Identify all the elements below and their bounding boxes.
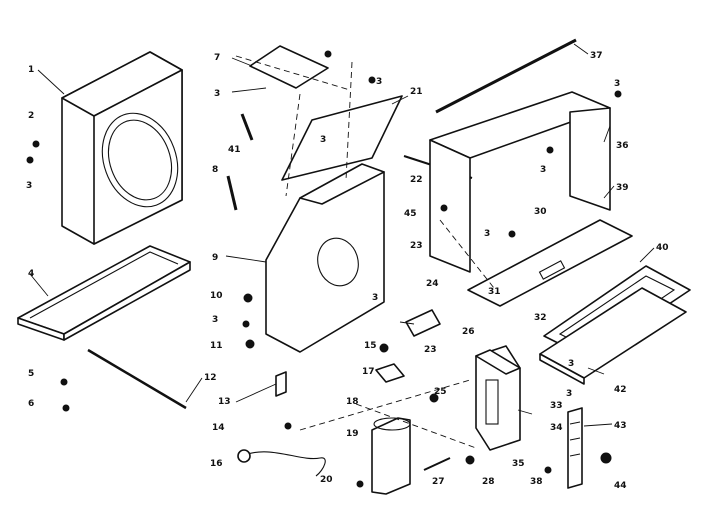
top-cover-part [281, 95, 403, 181]
callout-17: 17 [362, 367, 375, 377]
callout-14: 14 [212, 423, 225, 433]
callout-3: 3 [212, 315, 218, 325]
callout-4: 4 [28, 269, 34, 279]
callout-36: 36 [616, 141, 629, 151]
callout-8: 8 [212, 165, 218, 175]
filter-part [539, 287, 687, 385]
fan-shroud-part [61, 51, 183, 245]
control-panel-strip-part [567, 407, 583, 489]
callout-3: 3 [320, 135, 326, 145]
partition-panel-part [265, 163, 385, 353]
callout-3: 3 [26, 181, 32, 191]
cabinet-wrapper-part [429, 91, 611, 273]
callout-28: 28 [482, 477, 495, 487]
callout-22: 22 [410, 175, 423, 185]
control-box-part [475, 345, 521, 451]
callout-23: 23 [410, 241, 423, 251]
callout-19: 19 [346, 429, 359, 439]
callout-37: 37 [590, 51, 603, 61]
top-bracket-part [249, 45, 329, 89]
callout-31: 31 [488, 287, 501, 297]
callout-1: 1 [28, 65, 34, 75]
callout-2: 2 [28, 111, 34, 121]
callout-3: 3 [540, 165, 546, 175]
callout-3: 3 [484, 229, 490, 239]
callout-3: 3 [566, 389, 572, 399]
callout-3: 3 [568, 359, 574, 369]
rod-part [87, 348, 187, 410]
clip-part [226, 175, 238, 211]
top-rail-part [435, 38, 577, 114]
callout-41: 41 [228, 145, 241, 155]
leader-lines [29, 43, 655, 427]
callout-16: 16 [210, 459, 223, 469]
callout-3: 3 [372, 293, 378, 303]
callout-11: 11 [210, 341, 223, 351]
callout-10: 10 [210, 291, 223, 301]
callout-3: 3 [614, 79, 620, 89]
sensor-rod-part [423, 457, 451, 471]
callout-7: 7 [214, 53, 220, 63]
callout-25: 25 [434, 387, 447, 397]
mounting-panel-part [467, 219, 633, 307]
callout-38: 38 [530, 477, 543, 487]
callout-13: 13 [218, 397, 231, 407]
callout-12: 12 [204, 373, 217, 383]
callout-33: 33 [550, 401, 563, 411]
callout-labels: 1 2 3 4 5 6 7 3 41 8 9 10 3 11 12 13 14 … [26, 51, 669, 491]
small-bracket-part [275, 309, 441, 397]
callout-35: 35 [512, 459, 525, 469]
callout-3: 3 [376, 77, 382, 87]
callout-43: 43 [614, 421, 627, 431]
callout-45: 45 [404, 209, 417, 219]
callout-18: 18 [346, 397, 359, 407]
callout-6: 6 [28, 399, 34, 409]
callout-39: 39 [616, 183, 629, 193]
callout-5: 5 [28, 369, 34, 379]
fasteners [26, 50, 622, 488]
callout-40: 40 [656, 243, 669, 253]
capacitor-part [371, 417, 411, 495]
callout-26: 26 [462, 327, 475, 337]
callout-21: 21 [410, 87, 423, 97]
callout-23: 23 [424, 345, 437, 355]
callout-20: 20 [320, 475, 333, 485]
callout-24: 24 [426, 279, 439, 289]
callout-27: 27 [432, 477, 445, 487]
callout-3: 3 [214, 89, 220, 99]
callout-15: 15 [364, 341, 377, 351]
power-cord-part [241, 451, 326, 477]
callout-42: 42 [614, 385, 627, 395]
bolt-part [240, 113, 254, 141]
callout-9: 9 [212, 253, 218, 263]
callout-44: 44 [614, 481, 627, 491]
callout-32: 32 [534, 313, 547, 323]
base-pan-part [17, 245, 191, 341]
callout-34: 34 [550, 423, 563, 433]
callout-30: 30 [534, 207, 547, 217]
